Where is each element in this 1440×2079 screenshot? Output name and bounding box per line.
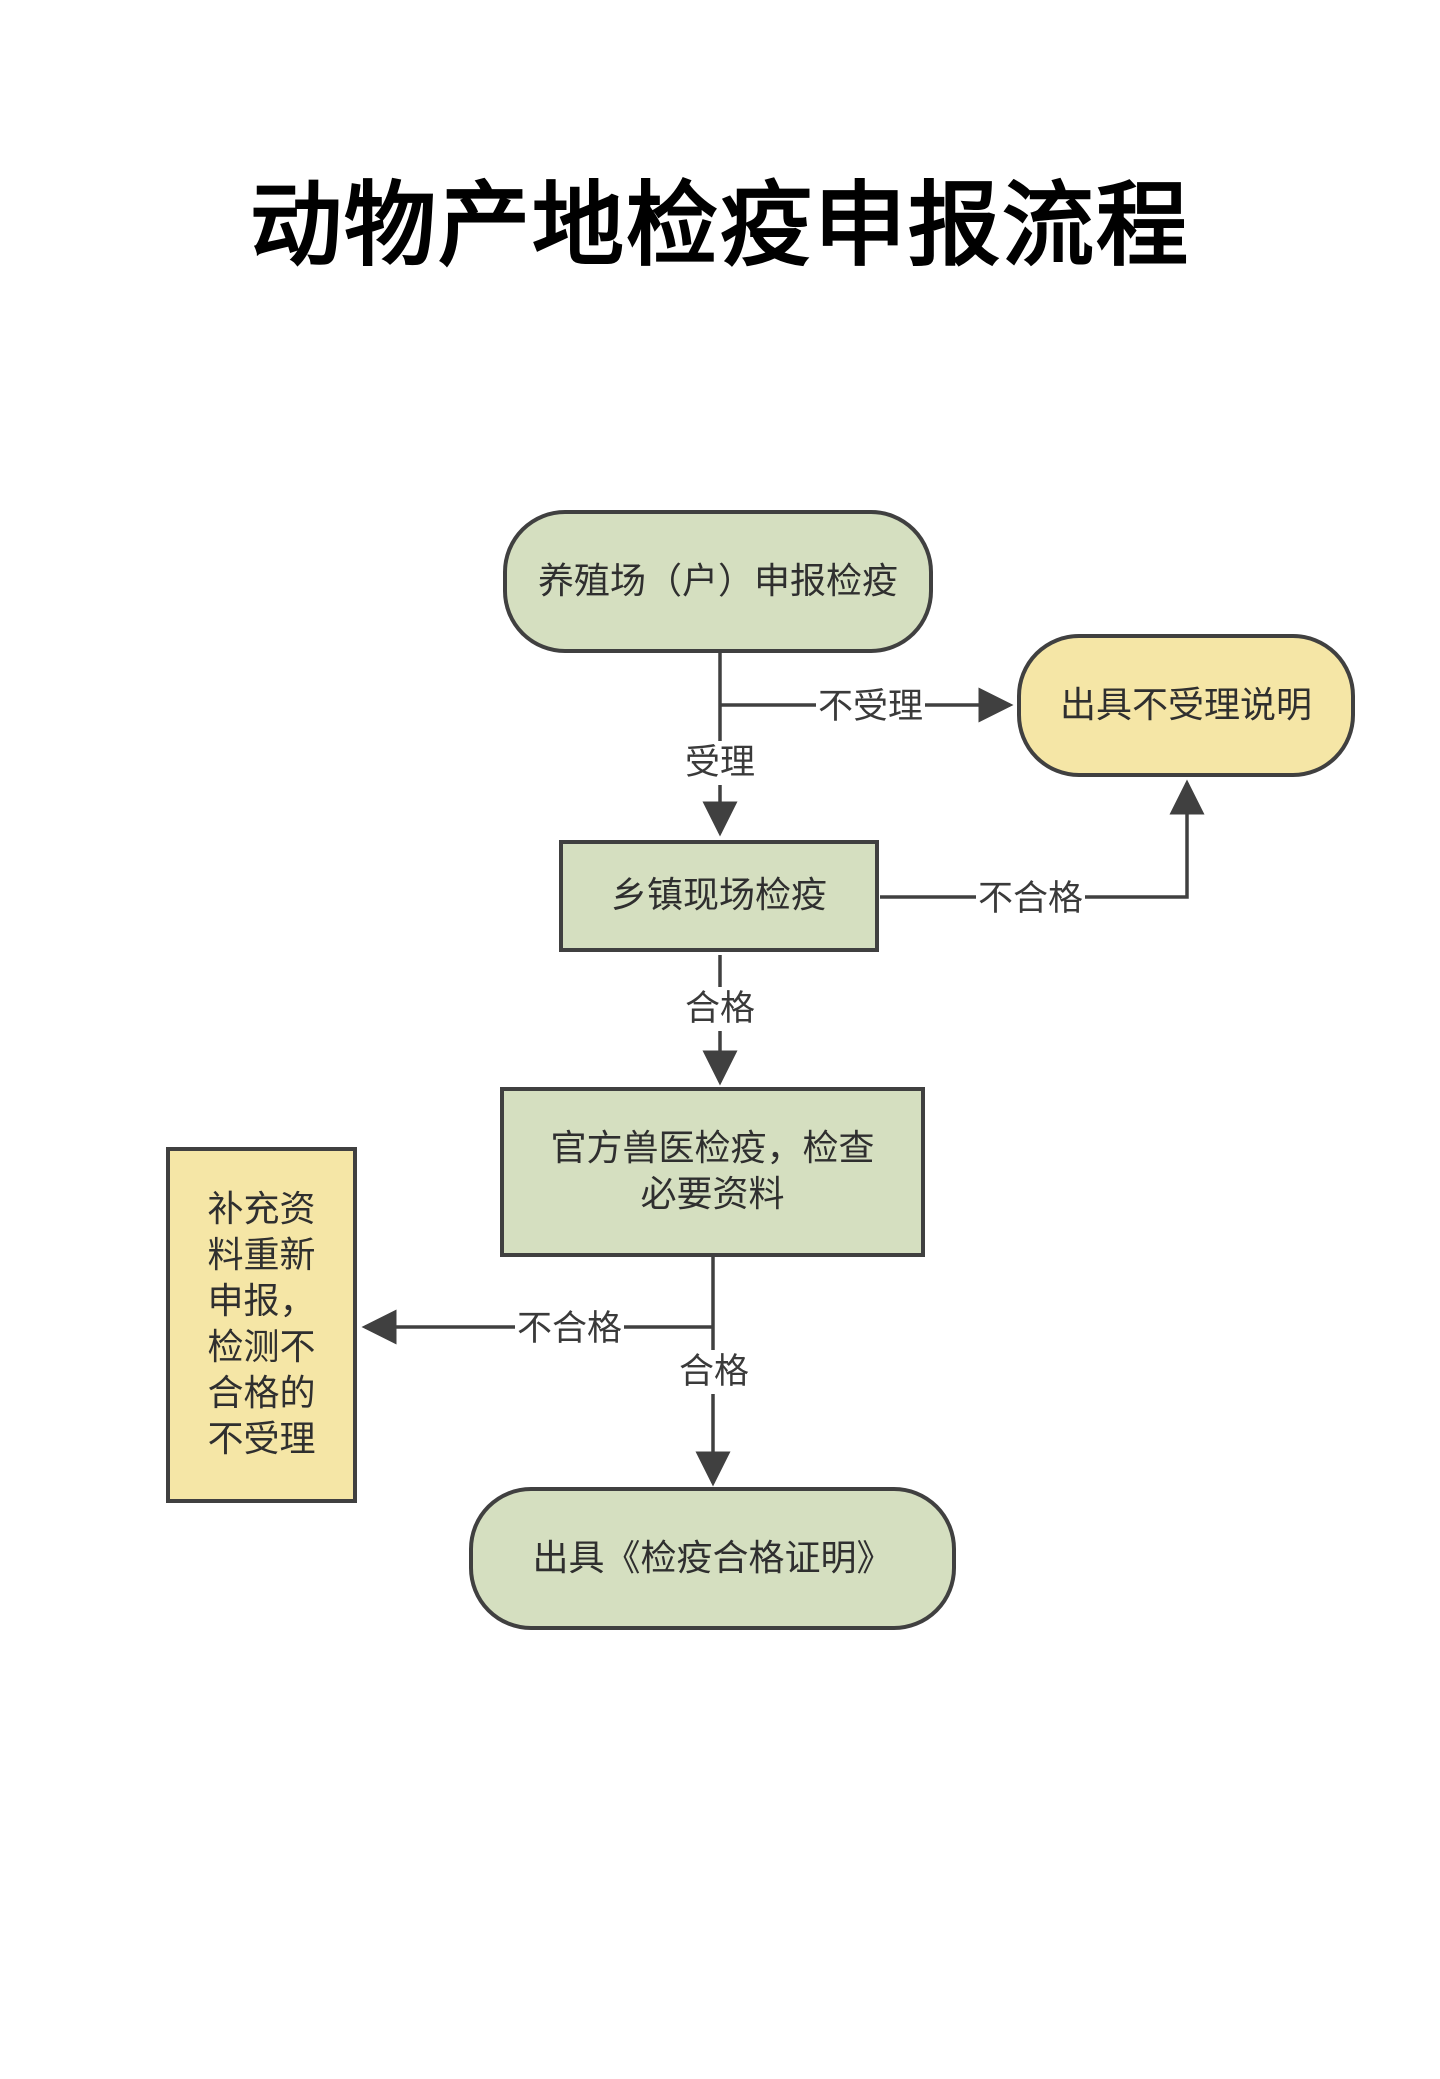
node-official-label: 官方兽医检疫，检查必要资料 (550, 1128, 875, 1215)
node-start-label: 养殖场（户）申报检疫 (537, 560, 898, 602)
node-certificate-label: 出具《检疫合格证明》 (532, 1537, 893, 1579)
node-supplement-label: 补充资料重新申报，检测不合格的不受理 (207, 1189, 316, 1460)
edge-label-not-accepted: 不受理 (816, 685, 926, 729)
page-title: 动物产地检疫申报流程 (249, 171, 1190, 279)
node-reject-note-label: 出具不受理说明 (1059, 684, 1312, 726)
node-township-label: 乡镇现场检疫 (610, 875, 827, 916)
edge-label-accepted: 受理 (683, 741, 758, 785)
edge-label-township-pass: 合格 (683, 987, 758, 1031)
node-certificate: 出具《检疫合格证明》 (469, 1487, 956, 1630)
node-official: 官方兽医检疫，检查必要资料 (500, 1087, 925, 1257)
edge-label-official-pass: 合格 (677, 1350, 752, 1394)
node-reject-note: 出具不受理说明 (1017, 634, 1355, 777)
node-supplement: 补充资料重新申报，检测不合格的不受理 (166, 1147, 357, 1503)
edge-label-township-fail: 不合格 (976, 877, 1086, 921)
node-township: 乡镇现场检疫 (559, 840, 879, 952)
node-start: 养殖场（户）申报检疫 (503, 510, 933, 653)
edge-label-official-fail: 不合格 (515, 1307, 625, 1351)
